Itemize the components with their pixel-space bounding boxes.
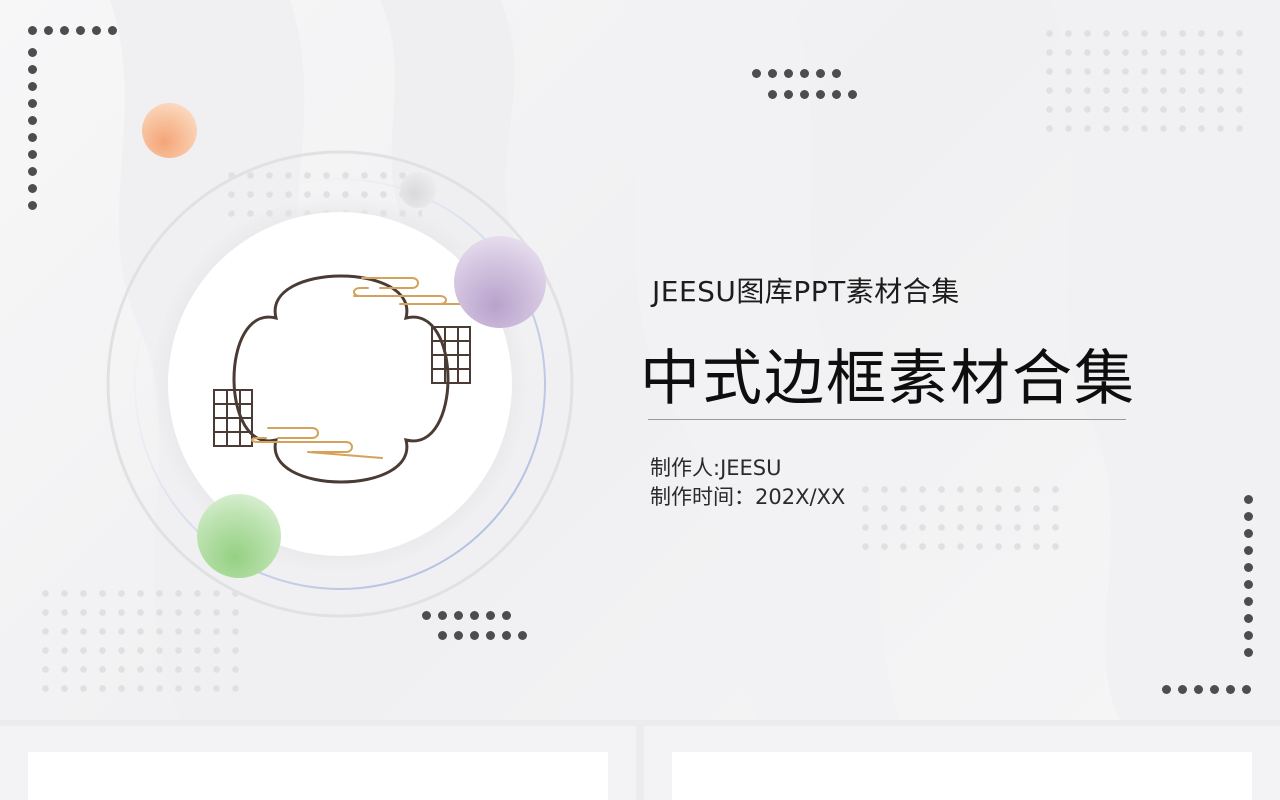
dot-cluster-bottom-b <box>438 631 527 640</box>
dot-cluster-top-a <box>752 69 841 78</box>
dot-cluster-top-b <box>768 90 857 99</box>
orb-orange <box>142 103 197 158</box>
slide-thumbnail[interactable] <box>644 726 1280 800</box>
dot-grid-bottom-left <box>36 584 241 694</box>
author-line: 制作人:JEESU <box>650 456 782 480</box>
corner-dots-top-left-row <box>28 26 117 35</box>
slide-subtitle: JEESU图库PPT素材合集 <box>652 275 960 308</box>
slide-canvas[interactable]: JEESU图库PPT素材合集 中式边框素材合集 制作人:JEESU 制作时间：2… <box>0 0 1280 720</box>
emblem-rings <box>106 150 574 618</box>
date-line: 制作时间：202X/XX <box>650 485 846 509</box>
chinese-cloud-frame-icon <box>213 274 479 484</box>
dot-grid-top-right <box>1040 24 1245 134</box>
corner-dots-bottom-right-col <box>1244 495 1253 657</box>
orb-purple <box>454 236 546 328</box>
dot-cluster-bottom-a <box>422 611 511 620</box>
corner-dots-bottom-right-row <box>1162 685 1251 694</box>
orb-grey <box>400 172 436 208</box>
slide-thumbnail-strip <box>0 720 1280 800</box>
title-divider <box>648 419 1126 420</box>
slide-thumbnail[interactable] <box>0 726 636 800</box>
corner-dots-top-left-col <box>28 48 37 210</box>
orb-green <box>197 494 281 578</box>
slide-title: 中式边框素材合集 <box>640 344 1136 414</box>
dot-grid-middle-right <box>856 480 1061 555</box>
